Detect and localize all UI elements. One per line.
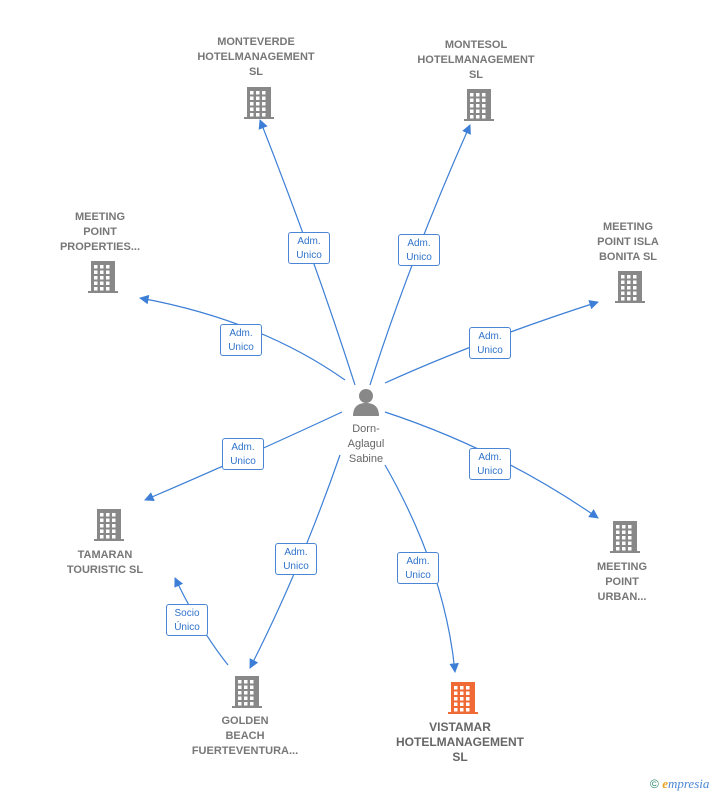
building-icon: [448, 682, 478, 714]
building-icon: [464, 89, 494, 121]
copyright-symbol: ©: [650, 777, 659, 791]
company-name: GOLDEN BEACH FUERTEVENTURA...: [191, 715, 299, 757]
company-name: MONTEVERDE HOTELMANAGEMENT SL: [197, 36, 315, 78]
footer-brand: © empresia: [650, 776, 709, 792]
relation-label[interactable]: Adm. Unico: [469, 448, 511, 480]
relation-label[interactable]: Adm. Unico: [220, 324, 262, 356]
building-icon: [88, 261, 118, 293]
building-icon: [615, 271, 645, 303]
company-name: MEETING POINT PROPERTIES...: [59, 211, 141, 253]
company-name: MEETING POINT ISLA BONITA SL: [597, 221, 659, 263]
relation-label[interactable]: Adm. Unico: [397, 552, 439, 584]
relation-label[interactable]: Adm. Unico: [275, 543, 317, 575]
company-name: MONTESOL HOTELMANAGEMENT SL: [417, 39, 535, 81]
relation-label[interactable]: Adm. Unico: [222, 438, 264, 470]
building-icon: [610, 521, 640, 553]
relation-label[interactable]: Adm. Unico: [398, 234, 440, 266]
person-name: Dorn- Aglagul Sabine: [347, 423, 385, 465]
building-icon: [94, 509, 124, 541]
brand-name: empresia: [662, 776, 710, 791]
company-name: MEETING POINT URBAN...: [596, 561, 648, 603]
relation-label[interactable]: Adm. Unico: [469, 327, 511, 359]
company-name: TAMARAN TOURISTIC SL: [66, 549, 144, 576]
company-name: VISTAMAR HOTELMANAGEMENT SL: [396, 720, 524, 764]
relation-label[interactable]: Socio Único: [166, 604, 208, 636]
building-icon: [232, 676, 262, 708]
person-icon: [353, 389, 379, 416]
building-icon: [244, 87, 274, 119]
relation-label[interactable]: Adm. Unico: [288, 232, 330, 264]
